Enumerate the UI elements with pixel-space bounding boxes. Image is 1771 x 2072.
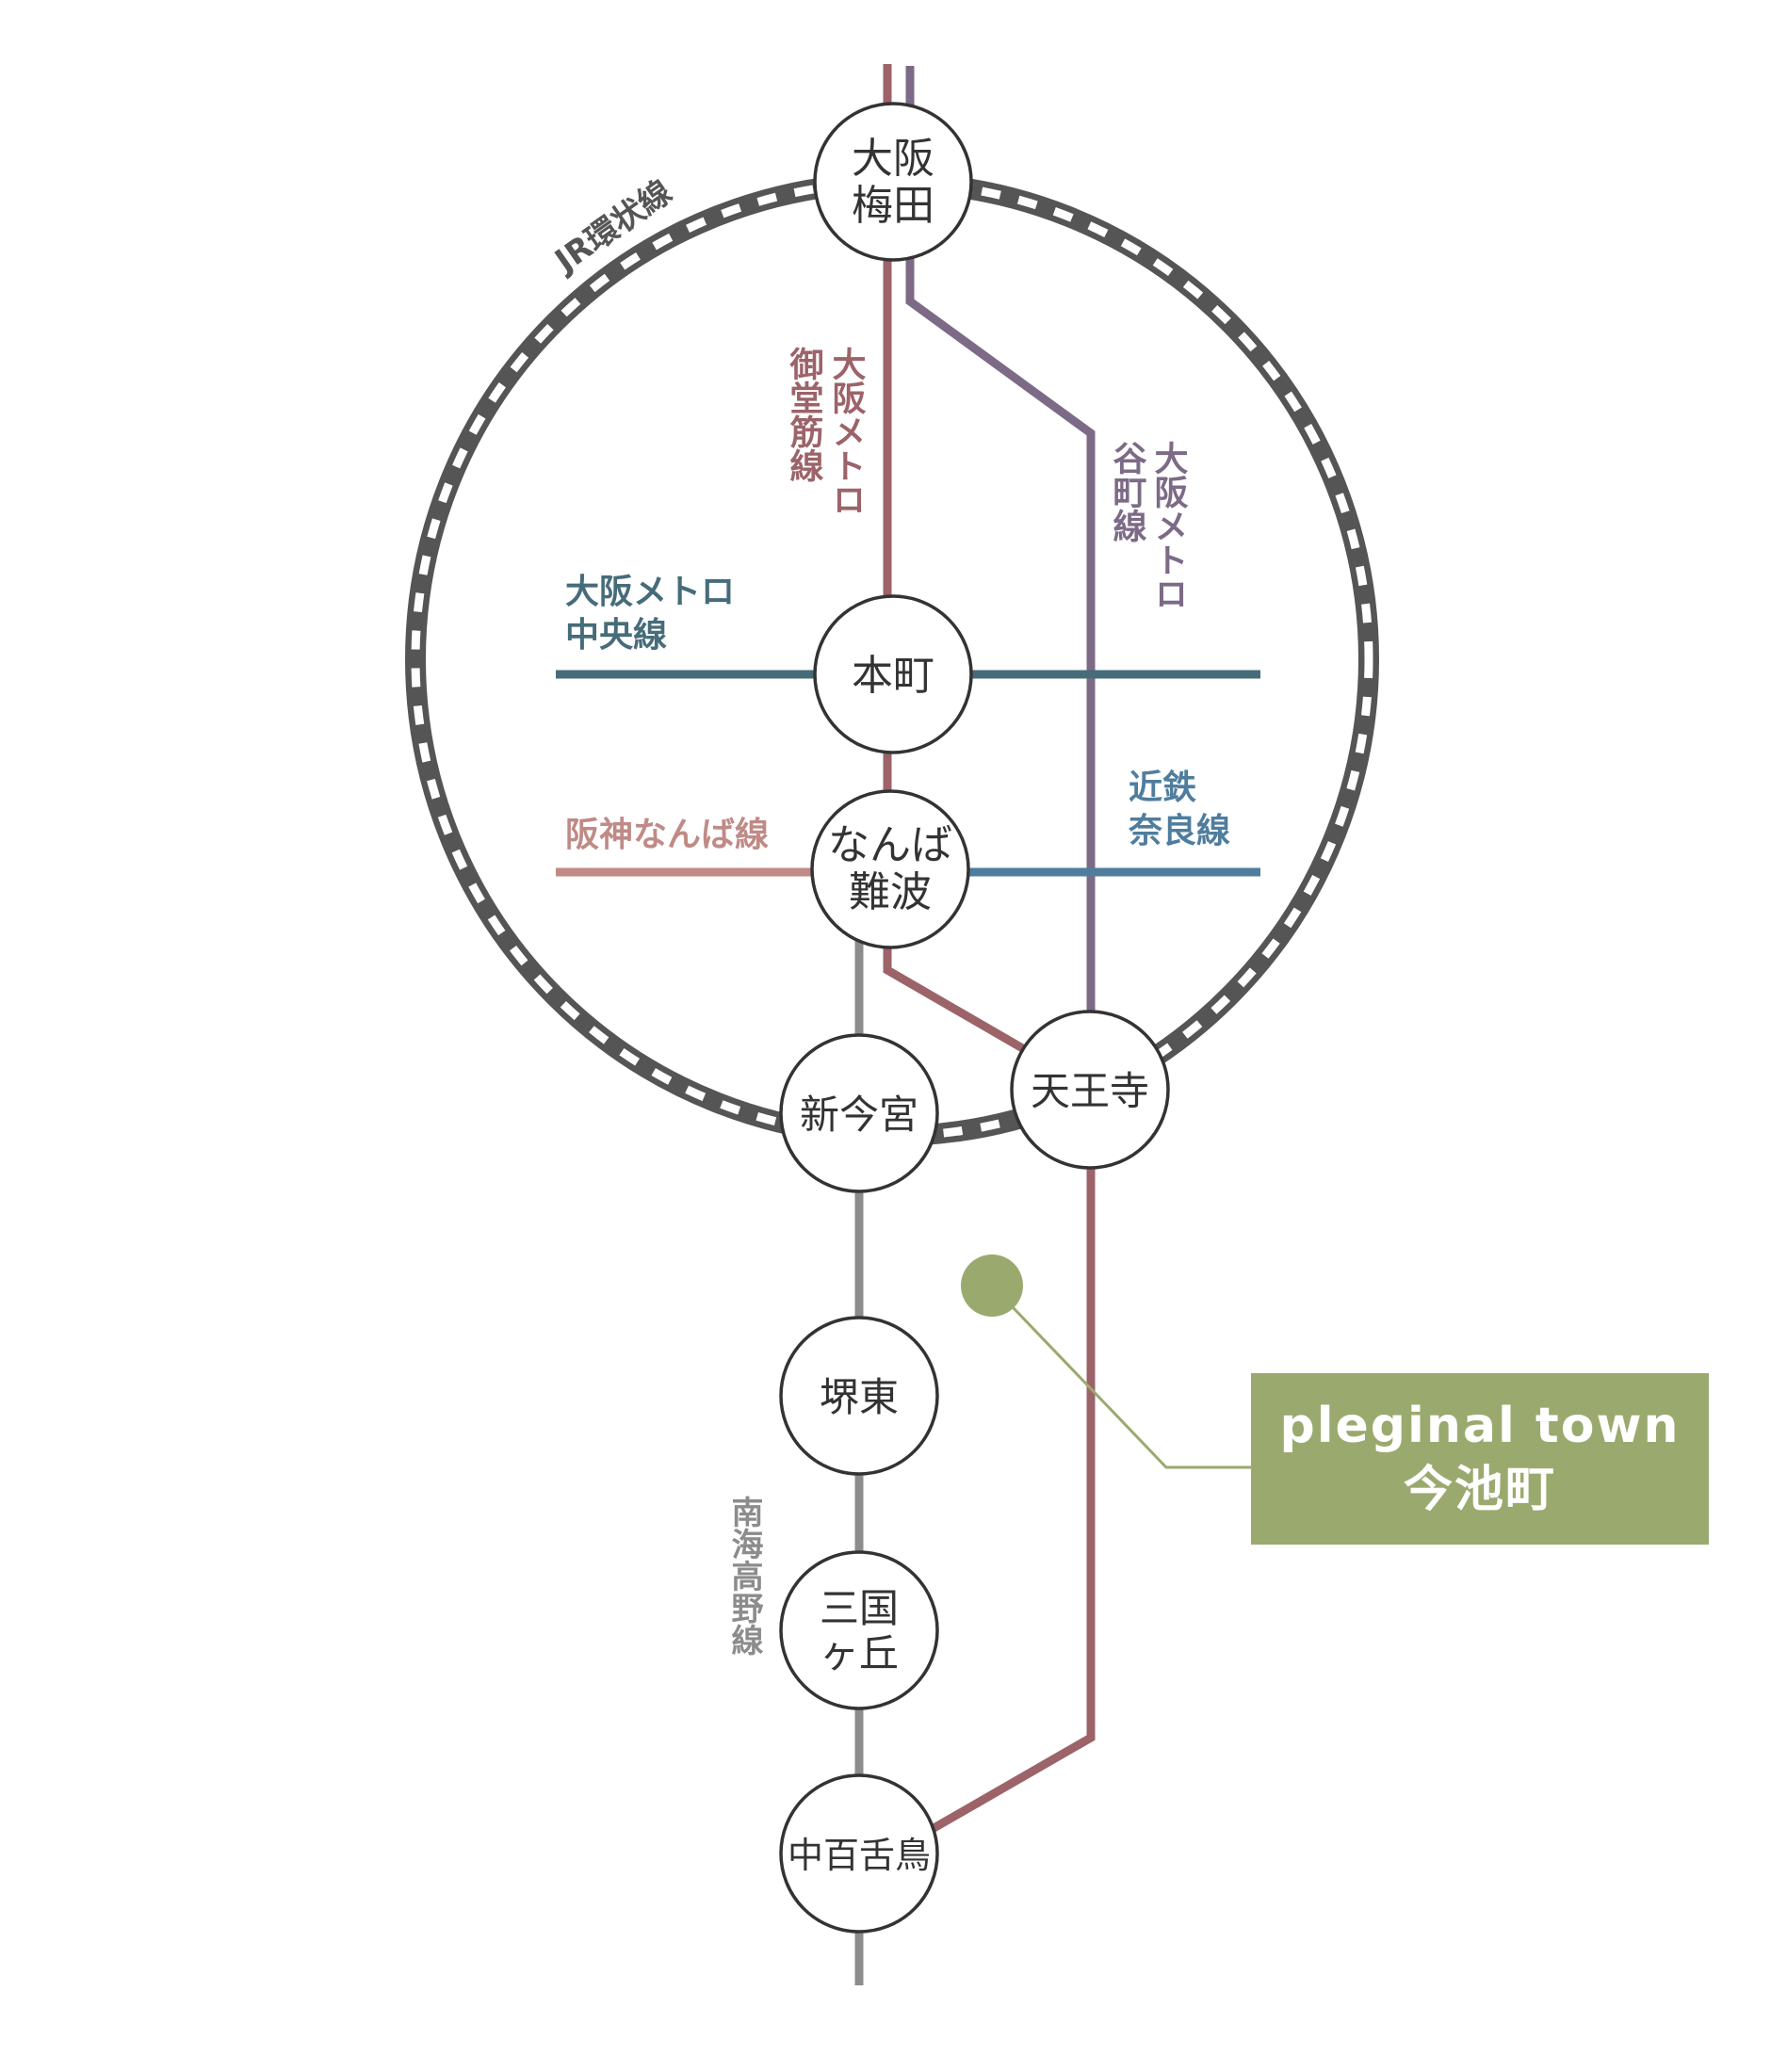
station-honmachi[interactable]: 本町 [813, 594, 973, 754]
nankai-label: 南海高野線 [725, 1496, 763, 1656]
tanimachi-label-2: 谷町線 [1108, 441, 1147, 542]
station-mikunigaoka[interactable]: 三国 ヶ丘 [779, 1550, 939, 1710]
station-namba-label-2: 難波 [849, 868, 932, 916]
station-shinimamiya[interactable]: 新今宮 [779, 1033, 939, 1193]
tanimachi-label-1: 大阪メトロ [1149, 441, 1189, 610]
station-nakamozu[interactable]: 中百舌鳥 [779, 1773, 939, 1934]
midosuji-label-1: 大阪メトロ [827, 347, 867, 516]
station-namba-label-1: なんば [828, 821, 952, 869]
town-name-line2: 今池町 [1403, 1462, 1556, 1518]
midosuji-label-2: 御堂筋線 [785, 347, 825, 482]
station-tennoji-label: 天王寺 [1031, 1068, 1149, 1114]
town-name-line1: pleginal town [1279, 1398, 1681, 1455]
station-sakaihigashi-label: 堺東 [820, 1374, 899, 1420]
chuo-label-2: 中央線 [565, 616, 667, 655]
kintetsu-label-2: 奈良線 [1128, 812, 1230, 850]
kintetsu-label-1: 近鉄 [1129, 769, 1196, 807]
chuo-label-1: 大阪メトロ [565, 573, 735, 611]
station-tennoji[interactable]: 天王寺 [1010, 1010, 1170, 1170]
station-umeda[interactable]: 大阪 梅田 [813, 102, 973, 262]
station-mikunigaoka-label-1: 三国 [820, 1585, 899, 1631]
station-nakamozu-label: 中百舌鳥 [788, 1835, 931, 1876]
station-shinimamiya-label: 新今宮 [800, 1092, 918, 1138]
hanshin-label: 阪神なんば線 [565, 816, 769, 854]
town-marker [961, 1255, 1023, 1317]
station-honmachi-label: 本町 [852, 652, 934, 700]
station-mikunigaoka-label-2: ヶ丘 [820, 1630, 899, 1676]
station-umeda-label-2: 梅田 [852, 182, 934, 230]
station-umeda-label-1: 大阪 [852, 135, 934, 183]
station-sakaihigashi[interactable]: 堺東 [779, 1316, 939, 1476]
town-leader-line [990, 1284, 1253, 1469]
station-namba[interactable]: なんば 難波 [810, 789, 970, 949]
town-callout[interactable]: pleginal town 今池町 [1251, 1373, 1709, 1545]
